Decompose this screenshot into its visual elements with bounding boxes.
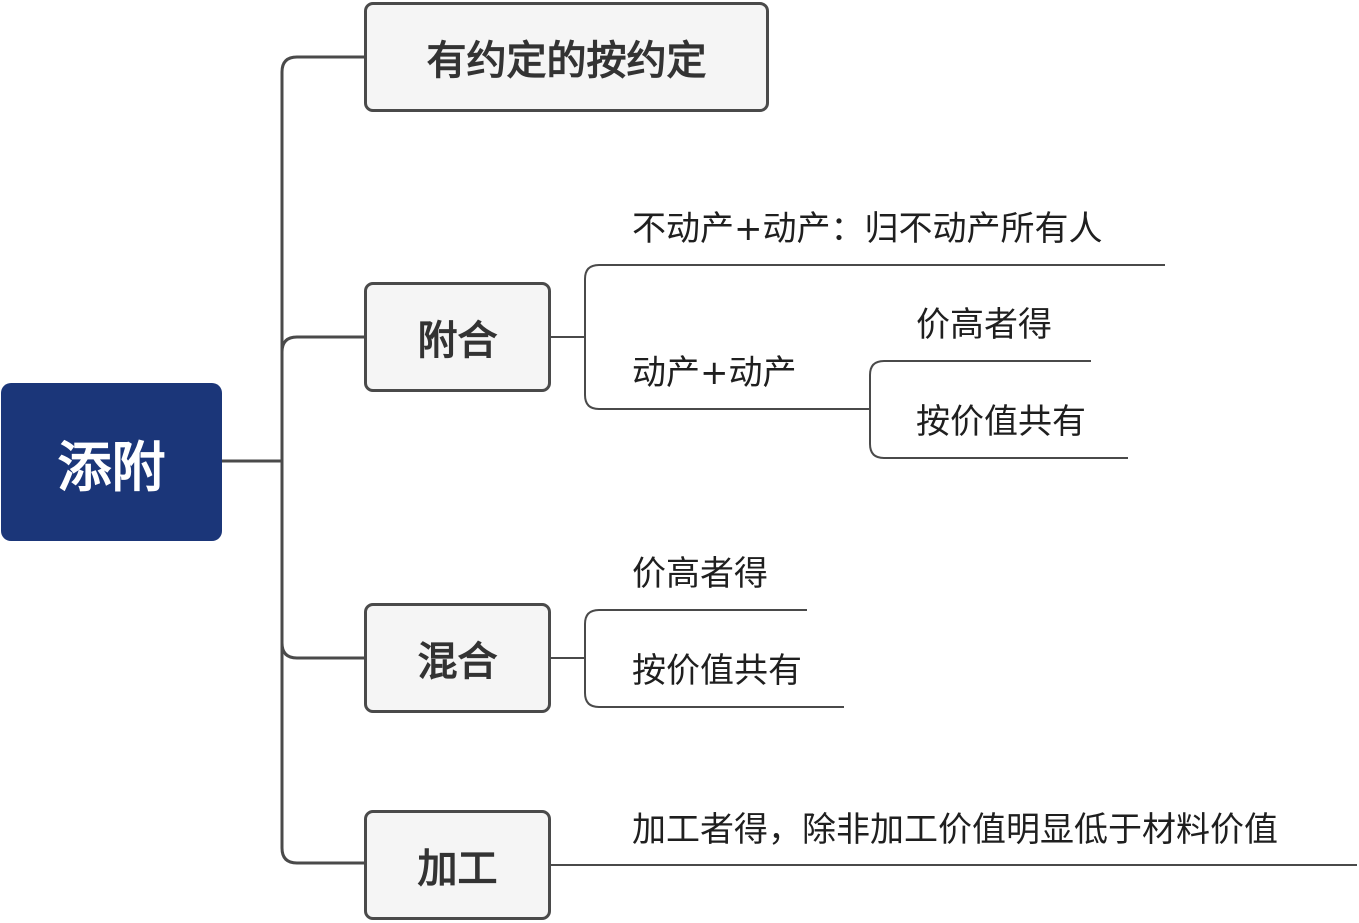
branch-agreement-label: 有约定的按约定	[426, 38, 707, 84]
connector-processing	[280, 847, 364, 865]
leaf-movable-higher-value[interactable]: 价高者得	[916, 305, 1052, 345]
connector-attachment-leaf2	[584, 337, 870, 410]
root-label: 添附	[57, 435, 166, 499]
leaf-mixing-co-ownership[interactable]: 按价值共有	[632, 651, 802, 691]
connector-mixing-leaf1	[584, 609, 807, 658]
branch-processing-label: 加工	[417, 846, 498, 892]
leaf-processing-rule[interactable]: 加工者得，除非加工价值明显低于材料价值	[632, 810, 1278, 850]
branch-mixing-label: 混合	[417, 639, 498, 685]
connector-mixing-leaf2	[584, 658, 844, 708]
leaf-immovable-movable[interactable]: 不动产+动产：归不动产所有人	[632, 209, 1103, 249]
connector-attachment	[280, 335, 364, 353]
branch-mixing[interactable]: 混合	[364, 603, 551, 713]
leaf-movable-movable[interactable]: 动产+动产	[632, 353, 797, 393]
branch-attachment[interactable]: 附合	[364, 282, 551, 392]
connector-mixing	[280, 642, 364, 660]
branch-processing[interactable]: 加工	[364, 810, 551, 920]
branch-attachment-label: 附合	[417, 318, 498, 364]
branch-agreement[interactable]: 有约定的按约定	[364, 2, 769, 112]
connector-movable-leaf2	[869, 409, 1128, 459]
connector-attachment-leaf1	[584, 264, 1165, 337]
leaf-mixing-higher-value[interactable]: 价高者得	[632, 554, 768, 594]
root-node[interactable]: 添附	[1, 383, 222, 541]
leaf-movable-co-ownership[interactable]: 按价值共有	[916, 402, 1086, 442]
connector-movable-leaf1	[869, 360, 1091, 409]
connector-agreement	[280, 55, 364, 73]
